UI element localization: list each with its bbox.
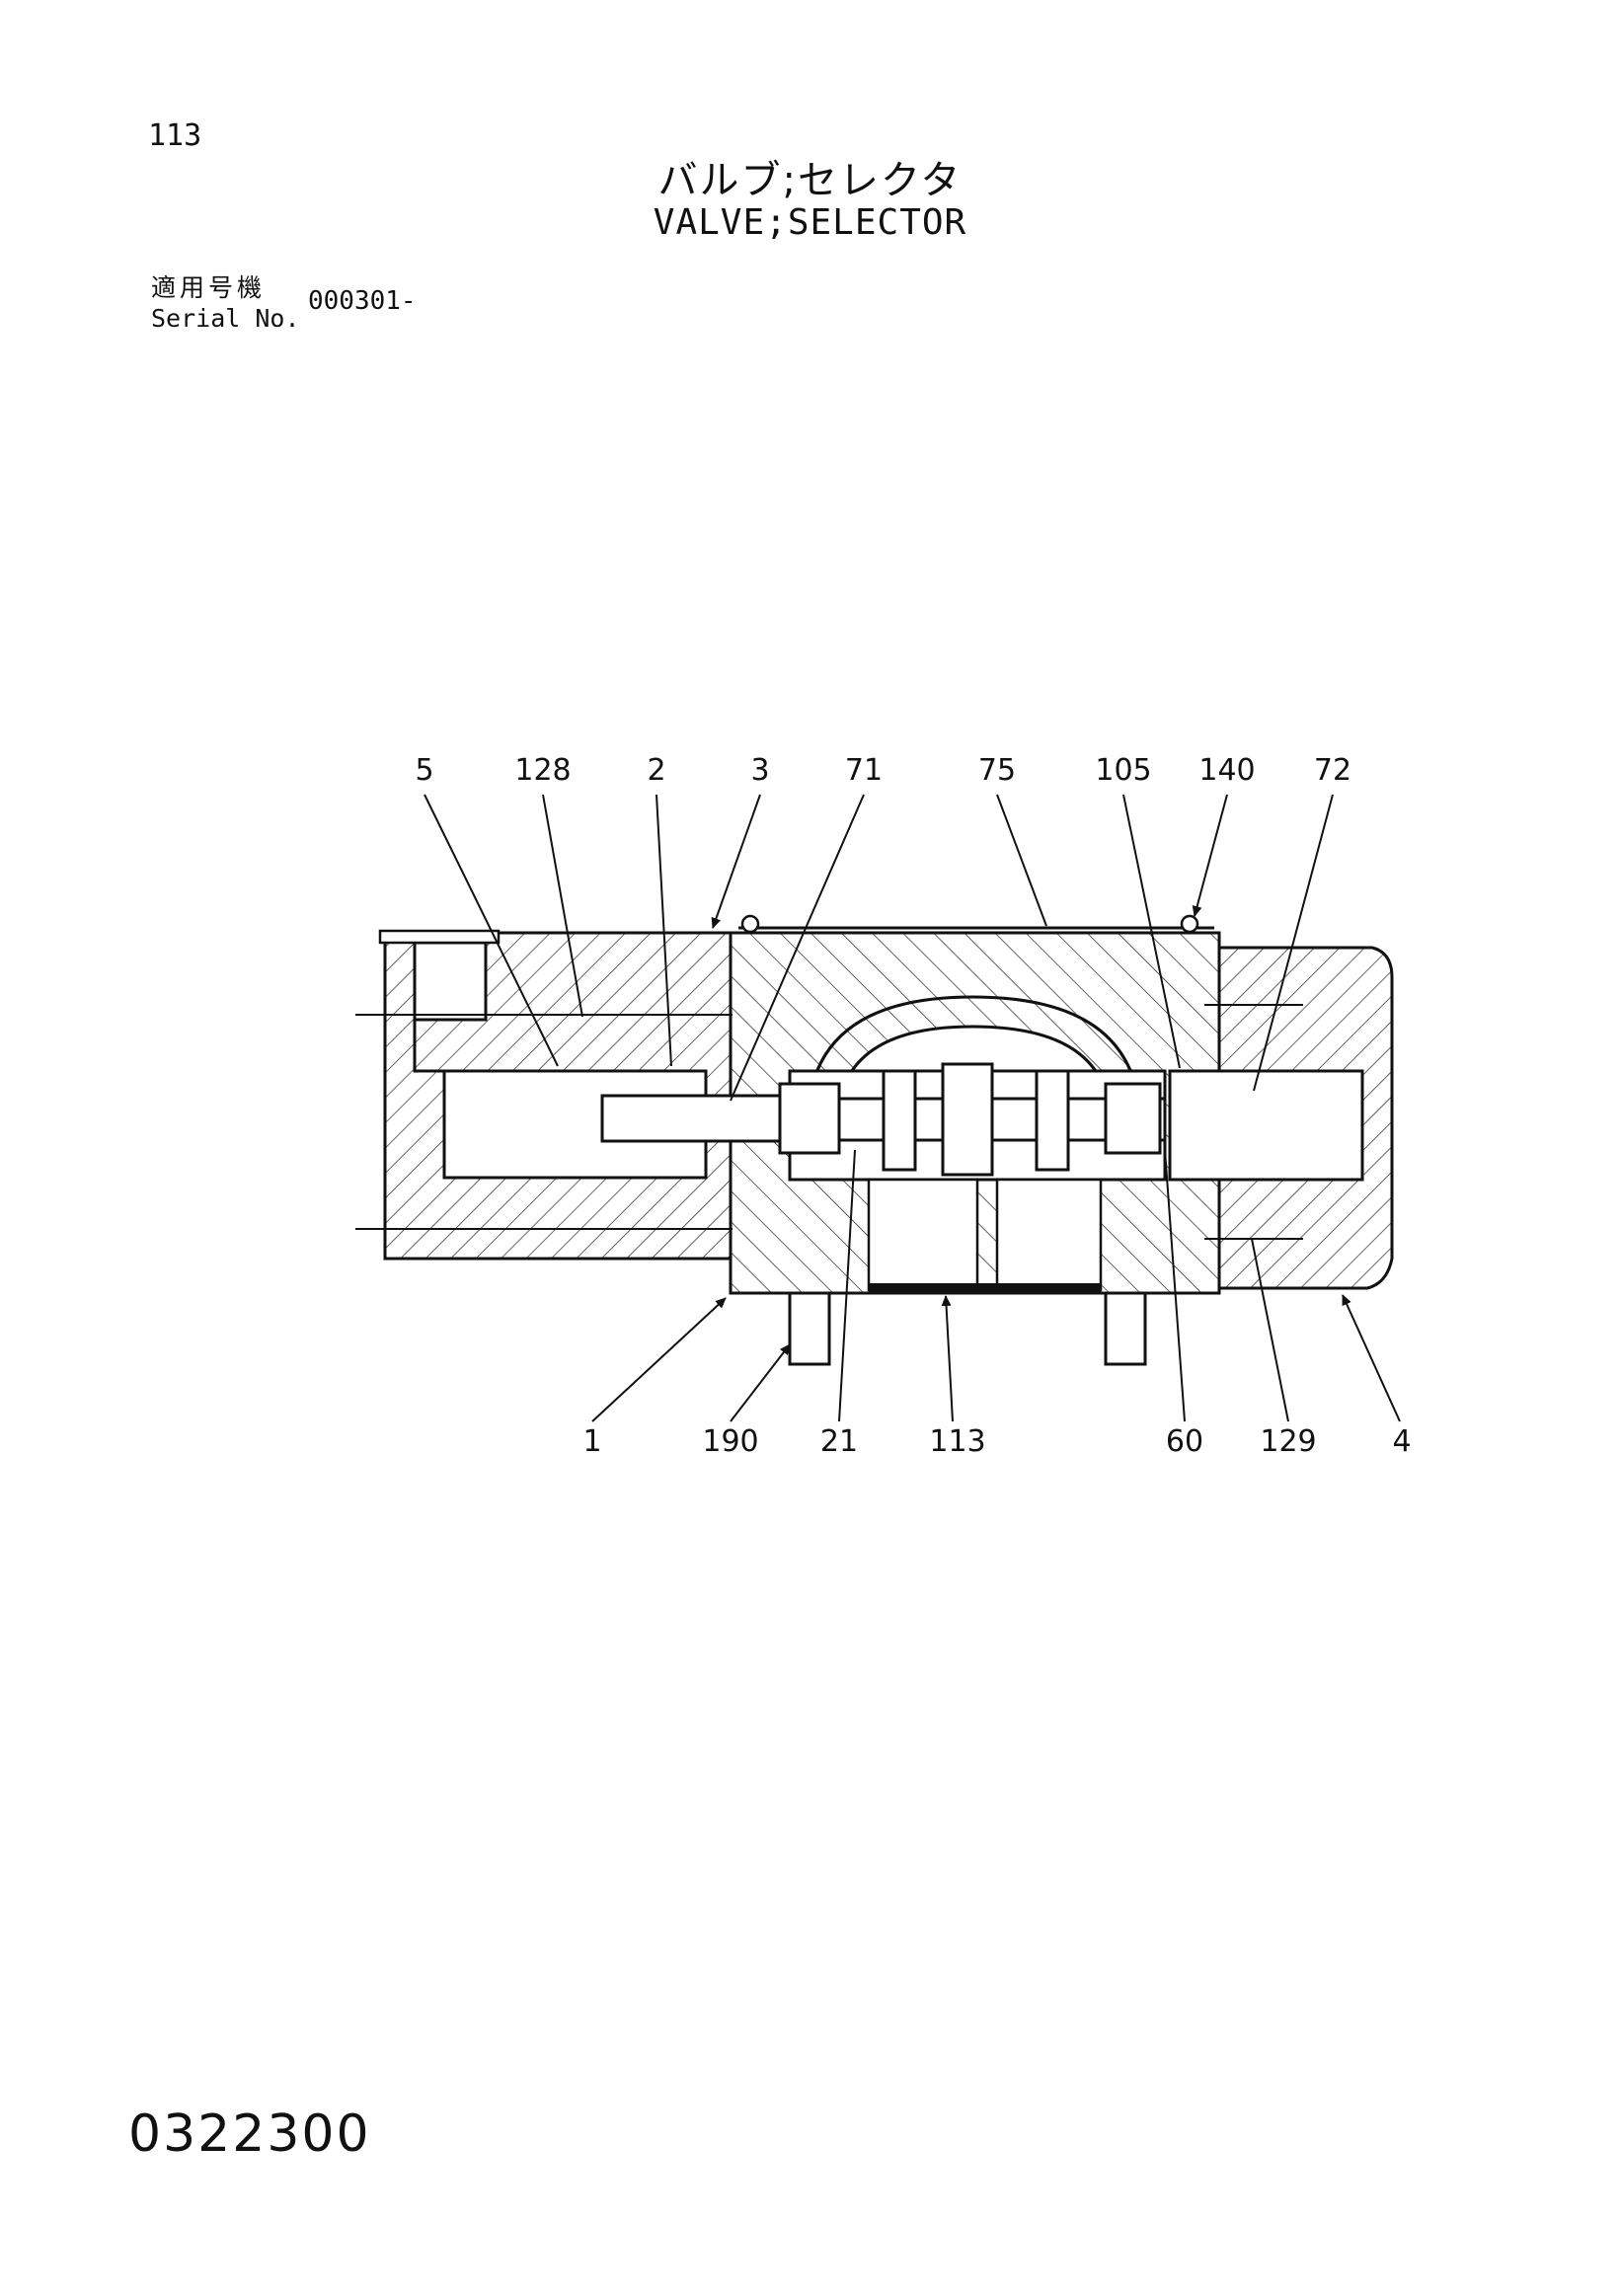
leader-75	[996, 794, 1047, 927]
leader-1	[591, 1297, 727, 1422]
callout-label-71: 71	[845, 753, 883, 788]
callout-label-140: 140	[1198, 753, 1255, 788]
leader-5	[424, 794, 559, 1067]
leader-128	[542, 794, 583, 1018]
bottom-ports	[788, 1291, 1147, 1366]
callout-label-4: 4	[1392, 1424, 1411, 1459]
leader-2	[656, 794, 672, 1067]
drawing-number: 0322300	[128, 2105, 371, 2164]
leader-4	[1342, 1294, 1401, 1422]
callouts-bottom: 1 190 21 113 60 129 4	[582, 1149, 1412, 1459]
leader-129	[1251, 1238, 1289, 1422]
spool	[600, 1062, 1167, 1177]
callout-label-72: 72	[1314, 753, 1351, 788]
end-cap-right	[1168, 946, 1394, 1290]
leader-21	[838, 1149, 856, 1422]
leader-71	[730, 794, 865, 1102]
callout-label-128: 128	[514, 753, 571, 788]
leader-140	[1192, 794, 1228, 917]
leader-113	[941, 1295, 954, 1422]
callouts-top: 5 128 2 3 71 75 105 140 72	[415, 753, 1351, 1102]
callout-label-113: 113	[929, 1424, 985, 1459]
page-number: 113	[148, 118, 202, 153]
callout-label-75: 75	[978, 753, 1016, 788]
callout-label-60: 60	[1166, 1424, 1203, 1459]
serial-label-english: Serial No.	[151, 304, 300, 333]
title-english: VALVE;SELECTOR	[653, 202, 967, 243]
callout-label-2: 2	[647, 753, 665, 788]
callout-label-5: 5	[415, 753, 433, 788]
title-japanese: バルブ;セレクタ	[657, 158, 963, 203]
callout-label-190: 190	[702, 1424, 758, 1459]
serial-number-value: 000301-	[308, 286, 417, 316]
callout-label-105: 105	[1095, 753, 1151, 788]
callout-label-1: 1	[582, 1424, 601, 1459]
leader-190	[730, 1343, 791, 1422]
callout-label-129: 129	[1260, 1424, 1316, 1459]
leader-3	[711, 794, 761, 929]
leader-105	[1122, 794, 1181, 1069]
serial-label-japanese: 適用号機	[151, 273, 267, 302]
leader-60	[1164, 1149, 1186, 1422]
callout-label-3: 3	[750, 753, 769, 788]
callout-label-21: 21	[820, 1424, 858, 1459]
leader-72	[1253, 794, 1334, 1092]
